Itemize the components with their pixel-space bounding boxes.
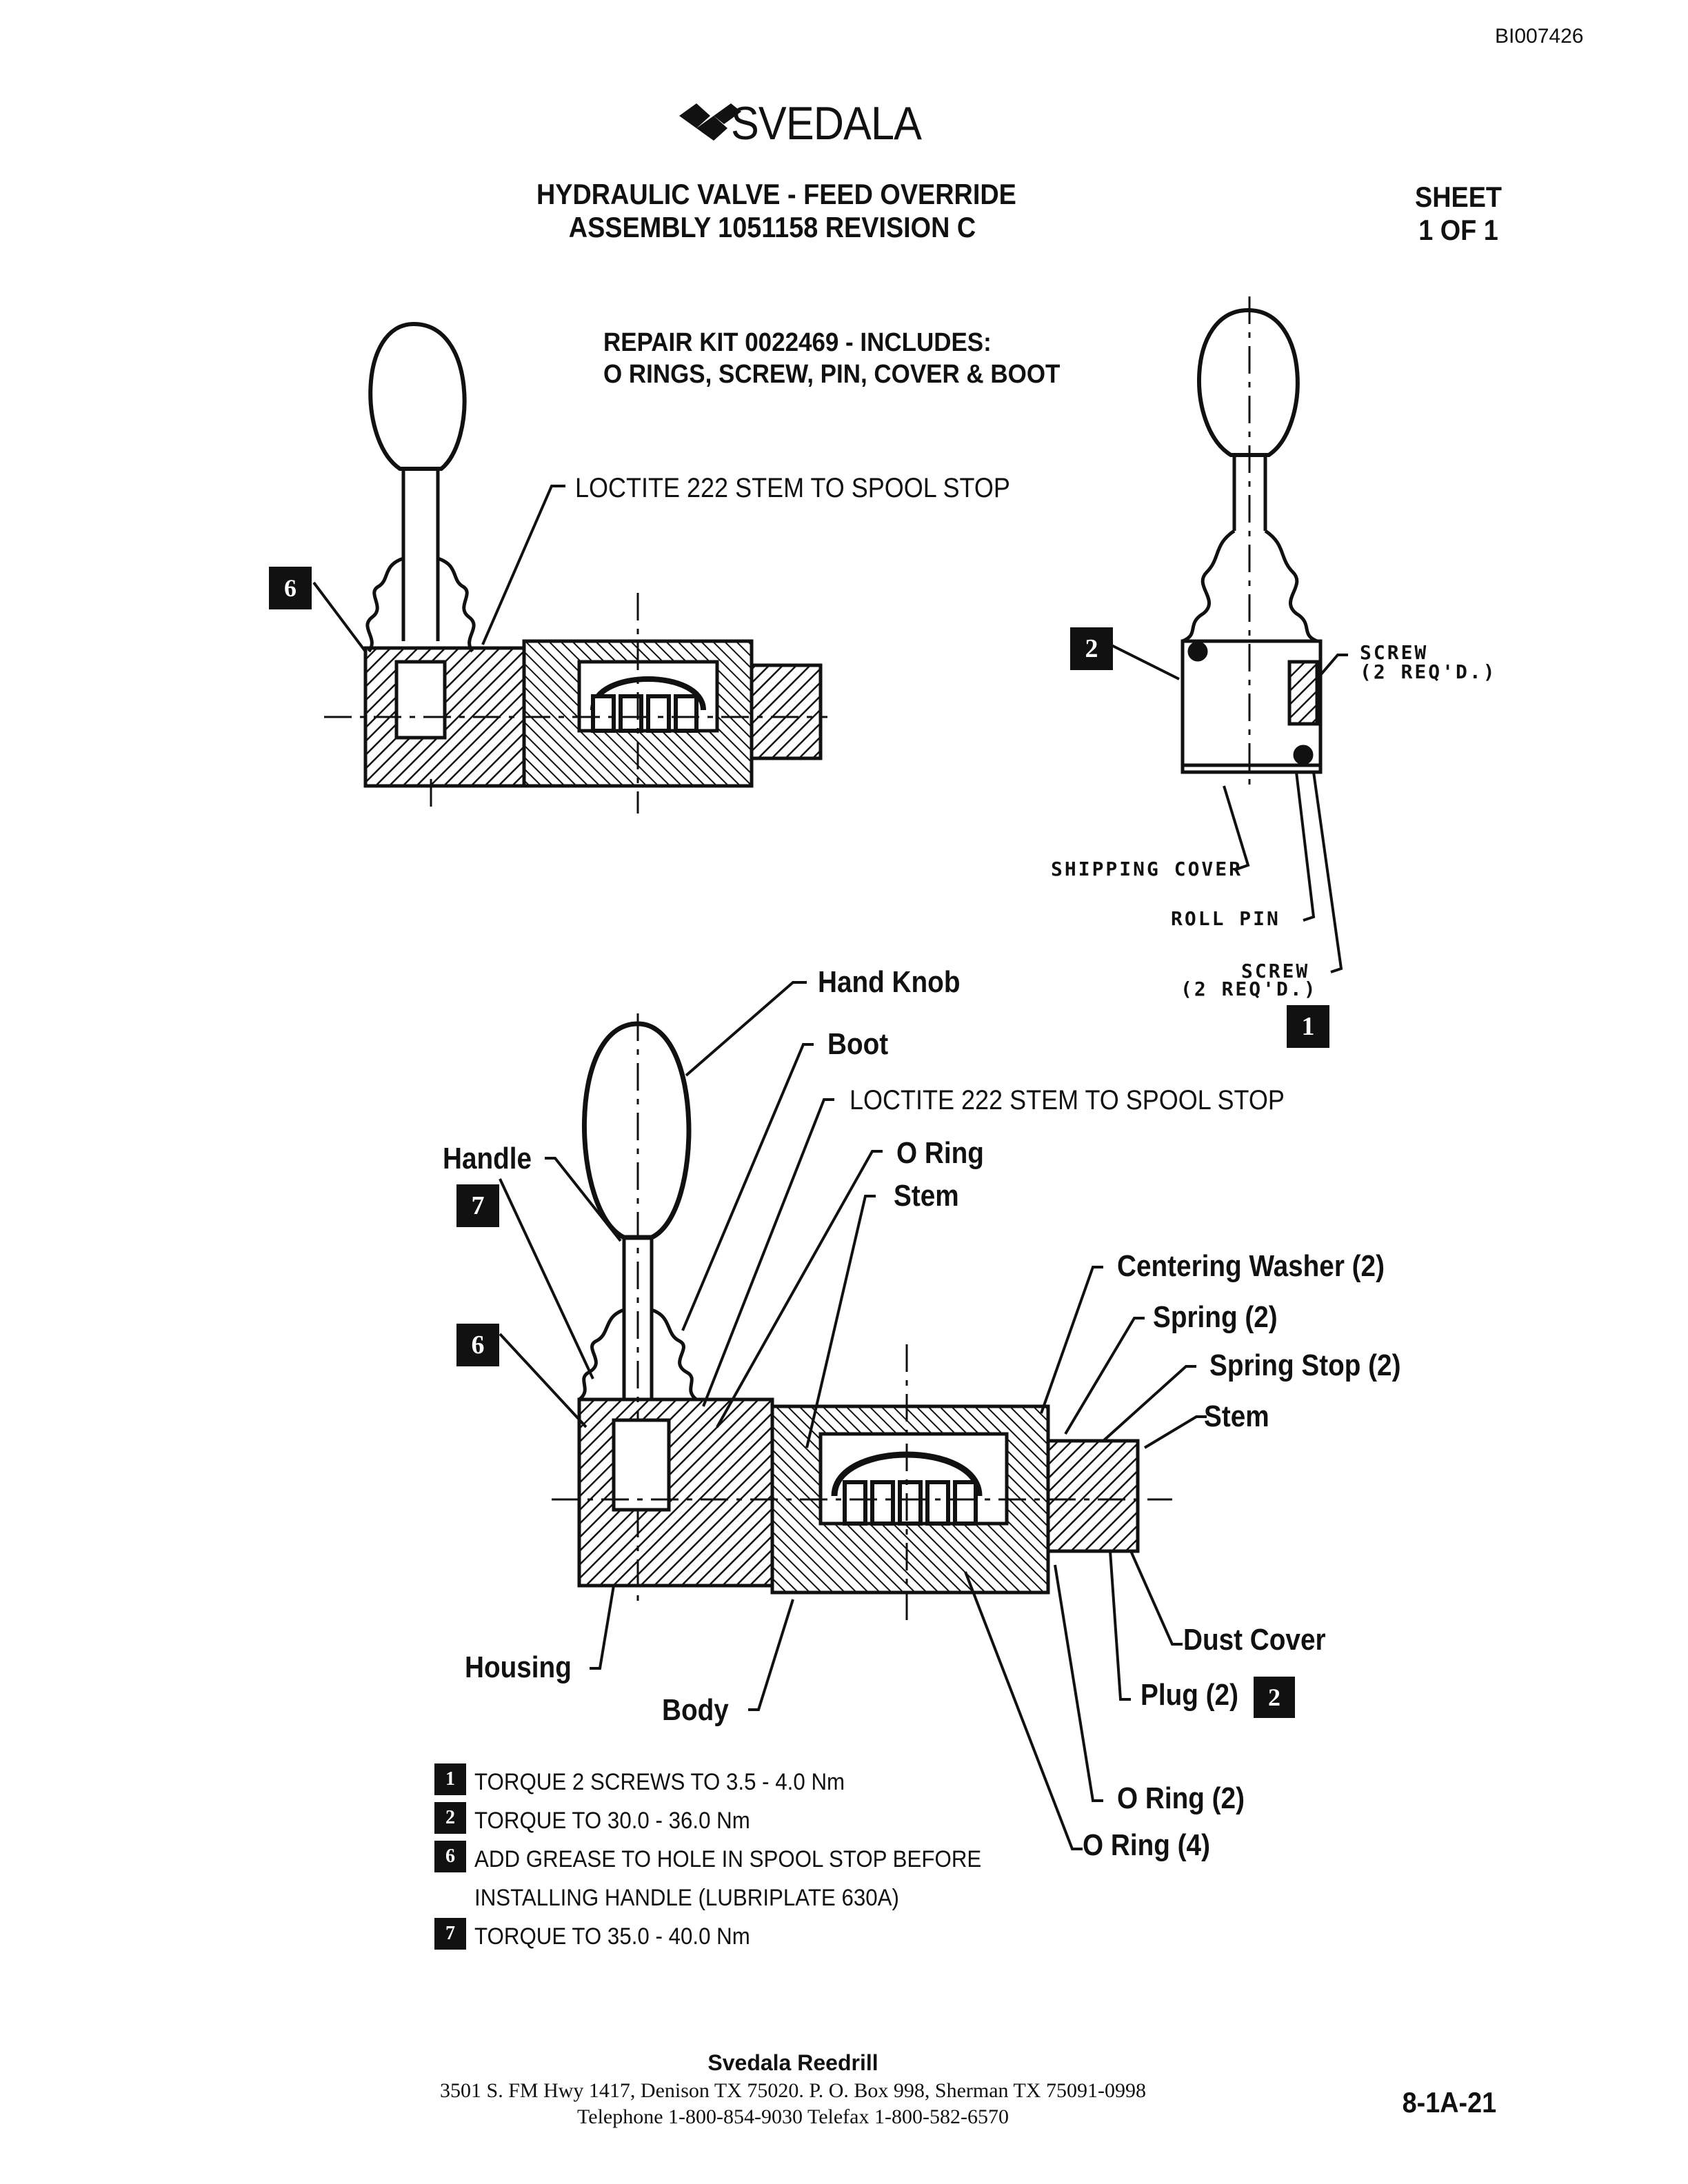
o-ring-2-label: O Ring (2) [1117, 1781, 1245, 1815]
note-text-6: ADD GREASE TO HOLE IN SPOOL STOP BEFORE [474, 1846, 982, 1872]
plug-label: Plug (2) [1141, 1678, 1238, 1712]
housing-label: Housing [465, 1650, 572, 1684]
note-badge-7: 7 [434, 1918, 466, 1950]
repair-kit-line-2: O RINGS, SCREW, PIN, COVER & BOOT [603, 360, 1061, 389]
note-badge-6: 6 [434, 1841, 466, 1872]
note-badge-1: 1 [434, 1763, 466, 1795]
footer-phone: Telephone 1-800-854-9030 Telefax 1-800-5… [577, 2105, 1009, 2128]
main-valve-drawing [499, 981, 1207, 1850]
page-number: 8-1A-21 [1402, 2086, 1497, 2119]
side-badge-1: 1 [1287, 1005, 1329, 1048]
document-id: BI007426 [1495, 25, 1584, 48]
note-text-1: TORQUE 2 SCREWS TO 3.5 - 4.0 Nm [474, 1769, 845, 1795]
main-loctite-label: LOCTITE 222 STEM TO SPOOL STOP [850, 1085, 1285, 1115]
stem-right-label: Stem [1204, 1399, 1269, 1433]
stem-left-label: Stem [894, 1179, 959, 1213]
body-label: Body [662, 1693, 729, 1727]
hand-knob-label: Hand Knob [818, 965, 961, 999]
repair-kit-line-1: REPAIR KIT 0022469 - INCLUDES: [603, 328, 992, 357]
side-screw-top-label: SCREW [1360, 641, 1429, 664]
side-view-drawing [1109, 296, 1348, 973]
note-text-6-line-2: INSTALLING HANDLE (LUBRIPLATE 630A) [474, 1885, 899, 1911]
svedala-logo-mark [679, 103, 741, 141]
page-title-line-1: HYDRAULIC VALVE - FEED OVERRIDE [536, 178, 1016, 210]
spring-stop-label: Spring Stop (2) [1209, 1348, 1401, 1382]
note-text-7: TORQUE TO 35.0 - 40.0 Nm [474, 1923, 750, 1950]
side-screw-bottom-label: SCREW [1241, 960, 1310, 982]
main-badge-6: 6 [456, 1324, 499, 1366]
plug-badge-2: 2 [1254, 1677, 1295, 1718]
note-text-2: TORQUE TO 30.0 - 36.0 Nm [474, 1808, 750, 1834]
side-screw-top-qty: (2 REQ'D.) [1360, 660, 1497, 683]
top-valve-drawing [312, 321, 827, 813]
side-badge-2: 2 [1070, 627, 1113, 670]
shipping-cover-label: SHIPPING COVER [1051, 858, 1243, 880]
o-ring-4-label: O Ring (4) [1083, 1828, 1210, 1862]
page-title-line-2: ASSEMBLY 1051158 REVISION C [568, 211, 976, 243]
o-ring-label: O Ring [896, 1136, 984, 1170]
note-badge-2: 2 [434, 1802, 466, 1834]
spring-label: Spring (2) [1153, 1300, 1278, 1334]
top-loctite-label: LOCTITE 222 STEM TO SPOOL STOP [575, 473, 1010, 503]
top-badge-6: 6 [269, 567, 312, 609]
dust-cover-label: Dust Cover [1183, 1623, 1326, 1657]
brand-logo-text: SVEDALA [731, 97, 922, 150]
main-badge-7: 7 [456, 1184, 499, 1227]
handle-label: Handle [443, 1142, 532, 1175]
roll-pin-label: ROLL PIN [1171, 907, 1280, 930]
footer-address: 3501 S. FM Hwy 1417, Denison TX 75020. P… [440, 2079, 1146, 2102]
centering-washer-label: Centering Washer (2) [1117, 1249, 1385, 1283]
sheet-label: SHEET [1414, 181, 1503, 213]
footer-company: Svedala Reedrill [707, 2050, 878, 2075]
sheet-number: 1 OF 1 [1418, 214, 1498, 246]
side-screw-bottom-qty: (2 REQ'D.) [1180, 978, 1318, 1000]
boot-label: Boot [827, 1027, 889, 1061]
